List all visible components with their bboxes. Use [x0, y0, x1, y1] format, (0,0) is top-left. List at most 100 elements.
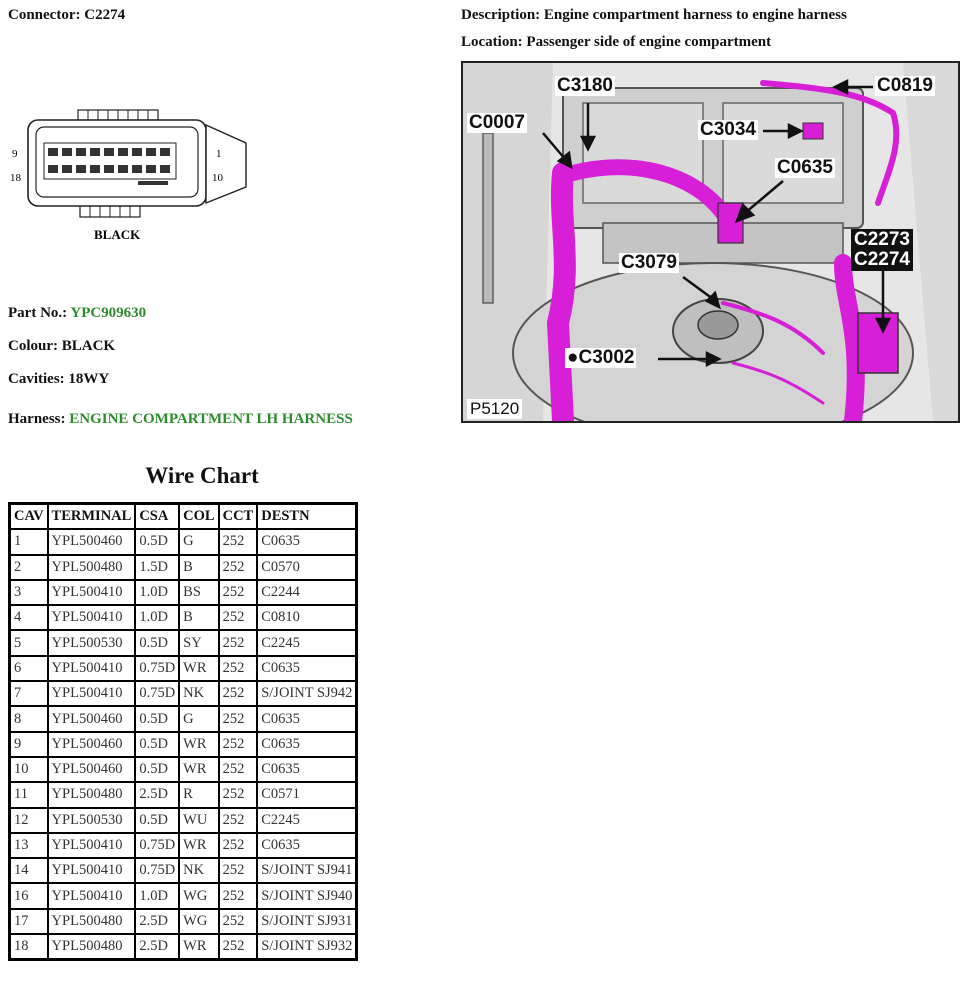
wire-chart-header-cell: DESTN	[257, 504, 357, 530]
table-cell: NK	[179, 858, 219, 884]
pin-label-9: 9	[12, 148, 18, 160]
callout-c0819: C0819	[875, 75, 935, 96]
table-cell: C0810	[257, 605, 357, 631]
table-cell: S/JOINT SJ942	[257, 681, 357, 707]
table-cell: C0635	[257, 832, 357, 859]
table-cell: 252	[218, 655, 258, 682]
table-cell: C0635	[257, 655, 357, 682]
table-cell: B	[179, 605, 219, 631]
table-cell: SY	[179, 630, 219, 656]
table-cell: YPL500410	[47, 883, 136, 909]
table-cell: YPL500530	[47, 630, 136, 656]
table-cell: 1.0D	[135, 883, 180, 909]
table-cell: YPL500480	[47, 782, 136, 808]
table-cell: 252	[218, 579, 258, 606]
table-cell: 2.5D	[135, 782, 180, 808]
table-cell: WR	[179, 832, 219, 859]
table-cell: 14	[10, 858, 48, 884]
table-cell: 11	[10, 782, 48, 808]
table-cell: YPL500410	[47, 681, 136, 707]
table-cell: WR	[179, 655, 219, 682]
table-cell: NK	[179, 681, 219, 707]
table-cell: 252	[218, 908, 258, 935]
table-cell: 17	[10, 908, 48, 935]
table-cell: R	[179, 782, 219, 808]
table-cell: WG	[179, 908, 219, 935]
cavities-value: 18WY	[68, 371, 110, 387]
ground-dot-icon: ●	[567, 347, 579, 368]
location-row: Location: Passenger side of engine compa…	[461, 34, 771, 51]
callout-c3180: C3180	[555, 75, 615, 96]
table-cell: C0635	[257, 706, 357, 732]
connector-location-photo: C3180 C0819 C0007 C3034 C0635 C2273 C227…	[461, 61, 960, 423]
table-cell: YPL500410	[47, 655, 136, 682]
wire-chart-header-cell: CSA	[135, 504, 180, 530]
callout-c3034: C3034	[698, 119, 758, 140]
table-cell: WG	[179, 883, 219, 909]
table-cell: 1.5D	[135, 554, 180, 580]
table-cell: WU	[179, 807, 219, 833]
location-label: Location:	[461, 34, 523, 50]
table-cell: 18	[10, 934, 48, 960]
table-cell: 1.0D	[135, 579, 180, 606]
table-cell: S/JOINT SJ931	[257, 908, 357, 935]
photo-reference-code: P5120	[467, 399, 523, 419]
table-cell: 0.75D	[135, 858, 180, 884]
table-cell: 0.75D	[135, 681, 180, 707]
table-cell: 0.5D	[135, 807, 180, 833]
table-cell: 13	[10, 832, 48, 859]
wire-chart-header-cell: COL	[179, 504, 219, 530]
table-cell: 0.5D	[135, 529, 180, 555]
location-text: Passenger side of engine compartment	[526, 34, 772, 50]
table-cell: 252	[218, 529, 258, 555]
callout-c0007: C0007	[467, 112, 527, 133]
table-cell: B	[179, 554, 219, 580]
table-cell: YPL500480	[47, 908, 136, 935]
table-cell: 252	[218, 934, 258, 960]
table-cell: YPL500410	[47, 579, 136, 606]
part-no-label: Part No.:	[8, 305, 68, 321]
table-cell: C0635	[257, 756, 357, 783]
table-cell: 252	[218, 756, 258, 783]
table-cell: 8	[10, 706, 48, 732]
cavities-row: Cavities: 18WY	[8, 371, 109, 388]
table-cell: 6	[10, 655, 48, 682]
description-row: Description: Engine compartment harness …	[461, 7, 847, 24]
cavities-label: Cavities:	[8, 371, 65, 387]
connector-color-caption: BLACK	[94, 227, 141, 242]
table-cell: C0635	[257, 529, 357, 555]
colour-value: BLACK	[61, 338, 116, 354]
wire-chart-header-cell: CAV	[10, 504, 48, 530]
table-cell: 252	[218, 605, 258, 631]
table-cell: 0.5D	[135, 630, 180, 656]
description-text: Engine compartment harness to engine har…	[543, 7, 847, 23]
callout-c2274: C2274	[851, 249, 913, 271]
table-cell: C0570	[257, 554, 357, 580]
table-cell: YPL500410	[47, 832, 136, 859]
table-cell: G	[179, 706, 219, 732]
table-cell: 252	[218, 832, 258, 859]
pin-label-18: 18	[10, 172, 22, 184]
wire-chart-header-cell: CCT	[218, 504, 258, 530]
table-cell: S/JOINT SJ940	[257, 883, 357, 909]
table-cell: G	[179, 529, 219, 555]
table-cell: 4	[10, 605, 48, 631]
table-cell: YPL500410	[47, 858, 136, 884]
table-cell: YPL500460	[47, 706, 136, 732]
table-cell: 0.5D	[135, 731, 180, 757]
table-cell: 10	[10, 756, 48, 783]
